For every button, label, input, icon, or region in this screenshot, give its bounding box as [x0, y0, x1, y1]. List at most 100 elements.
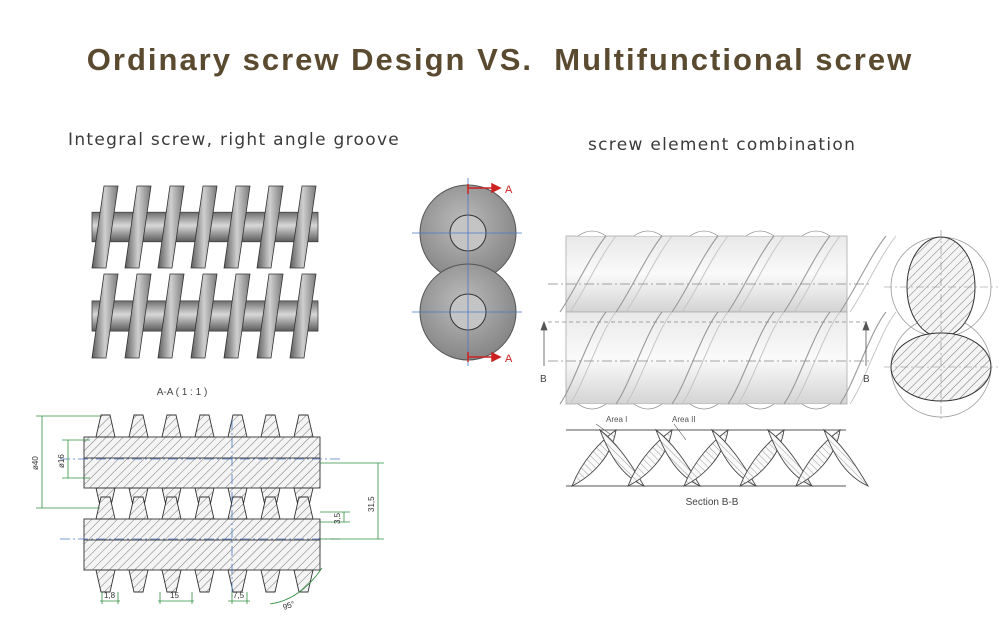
section-upper-screw [83, 414, 321, 511]
bb-profile [627, 429, 673, 487]
disc-pair-front-view: A A [412, 178, 522, 366]
helix-edge [839, 235, 887, 313]
area-2-label: Area II [672, 415, 696, 424]
dim-7-5: 7,5 [233, 591, 245, 600]
helix-edge [727, 235, 775, 313]
section-tooth [95, 496, 116, 520]
dim-od-40: ø40 [31, 456, 40, 470]
section-tooth [161, 414, 182, 438]
crest-top [801, 230, 831, 237]
helix-edge [737, 235, 785, 313]
helix-edge [625, 311, 673, 405]
screw-flight [190, 273, 218, 359]
helix-edge [793, 235, 841, 313]
section-tooth [260, 569, 281, 593]
dimension-lines [36, 415, 384, 605]
crest-top [633, 230, 663, 237]
screw-flight [157, 273, 185, 359]
section-tooth [194, 569, 215, 593]
screw-flight [289, 273, 317, 359]
area-1-label: Area I [606, 415, 627, 424]
section-tooth [227, 414, 248, 438]
crest-bottom [745, 403, 775, 410]
screw-flight [91, 185, 119, 269]
crest-top [745, 230, 775, 237]
crest-bottom [633, 403, 663, 410]
helix-edge [839, 311, 887, 405]
helical-flights [559, 230, 897, 410]
multifunctional-screw-view: B B [540, 230, 897, 410]
screw-flight [223, 273, 251, 359]
page-title: Ordinary screw Design VS. Multifunctiona… [86, 42, 914, 77]
screw-flight [256, 185, 284, 269]
dim-id-16: ø16 [57, 454, 66, 468]
helix-edge [569, 311, 617, 405]
helix-edge [737, 311, 785, 405]
helix-edge [625, 235, 673, 313]
helix-edge [569, 235, 617, 313]
element-cross-section [884, 230, 998, 420]
screw-flight [91, 273, 119, 359]
section-tooth [128, 569, 149, 593]
bb-profile [571, 429, 617, 487]
bb-profile [795, 429, 841, 487]
section-tooth [227, 569, 248, 593]
section-tooth [95, 414, 116, 438]
crest-bottom [801, 403, 831, 410]
right-subtitle: screw element combination [588, 135, 857, 155]
section-bb-profiles [571, 428, 870, 487]
bb-profile [823, 428, 870, 487]
helix-edge [793, 311, 841, 405]
cut-marker-b [540, 320, 870, 366]
section-tooth [128, 414, 149, 438]
section-tooth [95, 569, 116, 593]
section-tooth [161, 496, 182, 520]
section-tooth [260, 414, 281, 438]
bb-profile [767, 428, 814, 487]
dim-15: 15 [170, 591, 179, 600]
helix-edge [681, 235, 729, 313]
cut-label-a-bottom: A [505, 353, 513, 365]
helix-edge [671, 235, 719, 313]
section-tooth [227, 496, 248, 520]
section-tooth [260, 496, 281, 520]
bb-profile [739, 429, 785, 487]
left-subtitle: Integral screw, right angle groove [68, 130, 401, 150]
helix-edge [681, 311, 729, 405]
dim-gap-3-5: 3,5 [333, 512, 342, 524]
screw-flight [157, 185, 185, 269]
cut-marker-a [467, 182, 502, 363]
dim-center-31-5: 31,5 [367, 496, 376, 512]
helix-edge [559, 235, 607, 313]
crest-top [689, 230, 719, 237]
bb-profile [683, 429, 729, 487]
screw-flight [124, 185, 152, 269]
screw-3d-upper [91, 185, 319, 269]
crest-bottom [689, 403, 719, 410]
section-bb-drawing: Area I Area II Section B-B [566, 415, 870, 508]
screw-3d-lower [91, 273, 319, 359]
bb-profile [655, 428, 702, 487]
section-aa-label: A-A ( 1 : 1 ) [157, 387, 208, 398]
section-tooth [128, 496, 149, 520]
section-bb-label: Section B-B [686, 497, 739, 508]
section-tooth [293, 569, 314, 593]
screw-flight [190, 185, 218, 269]
cut-label-b-left: B [540, 374, 547, 385]
screw-flight [223, 185, 251, 269]
cut-label-a-top: A [505, 184, 513, 196]
screw-flight [289, 185, 317, 269]
helix-edge [849, 311, 897, 405]
screw-flight [124, 273, 152, 359]
section-tooth [293, 496, 314, 520]
section-core [83, 539, 321, 571]
section-tooth [293, 414, 314, 438]
section-lower-screw [83, 496, 321, 593]
helix-edge [849, 235, 897, 313]
helix-edge [615, 311, 663, 405]
helix-edge [671, 311, 719, 405]
bb-profile [711, 428, 758, 487]
ordinary-screw-3d [91, 185, 319, 359]
section-tooth [194, 496, 215, 520]
